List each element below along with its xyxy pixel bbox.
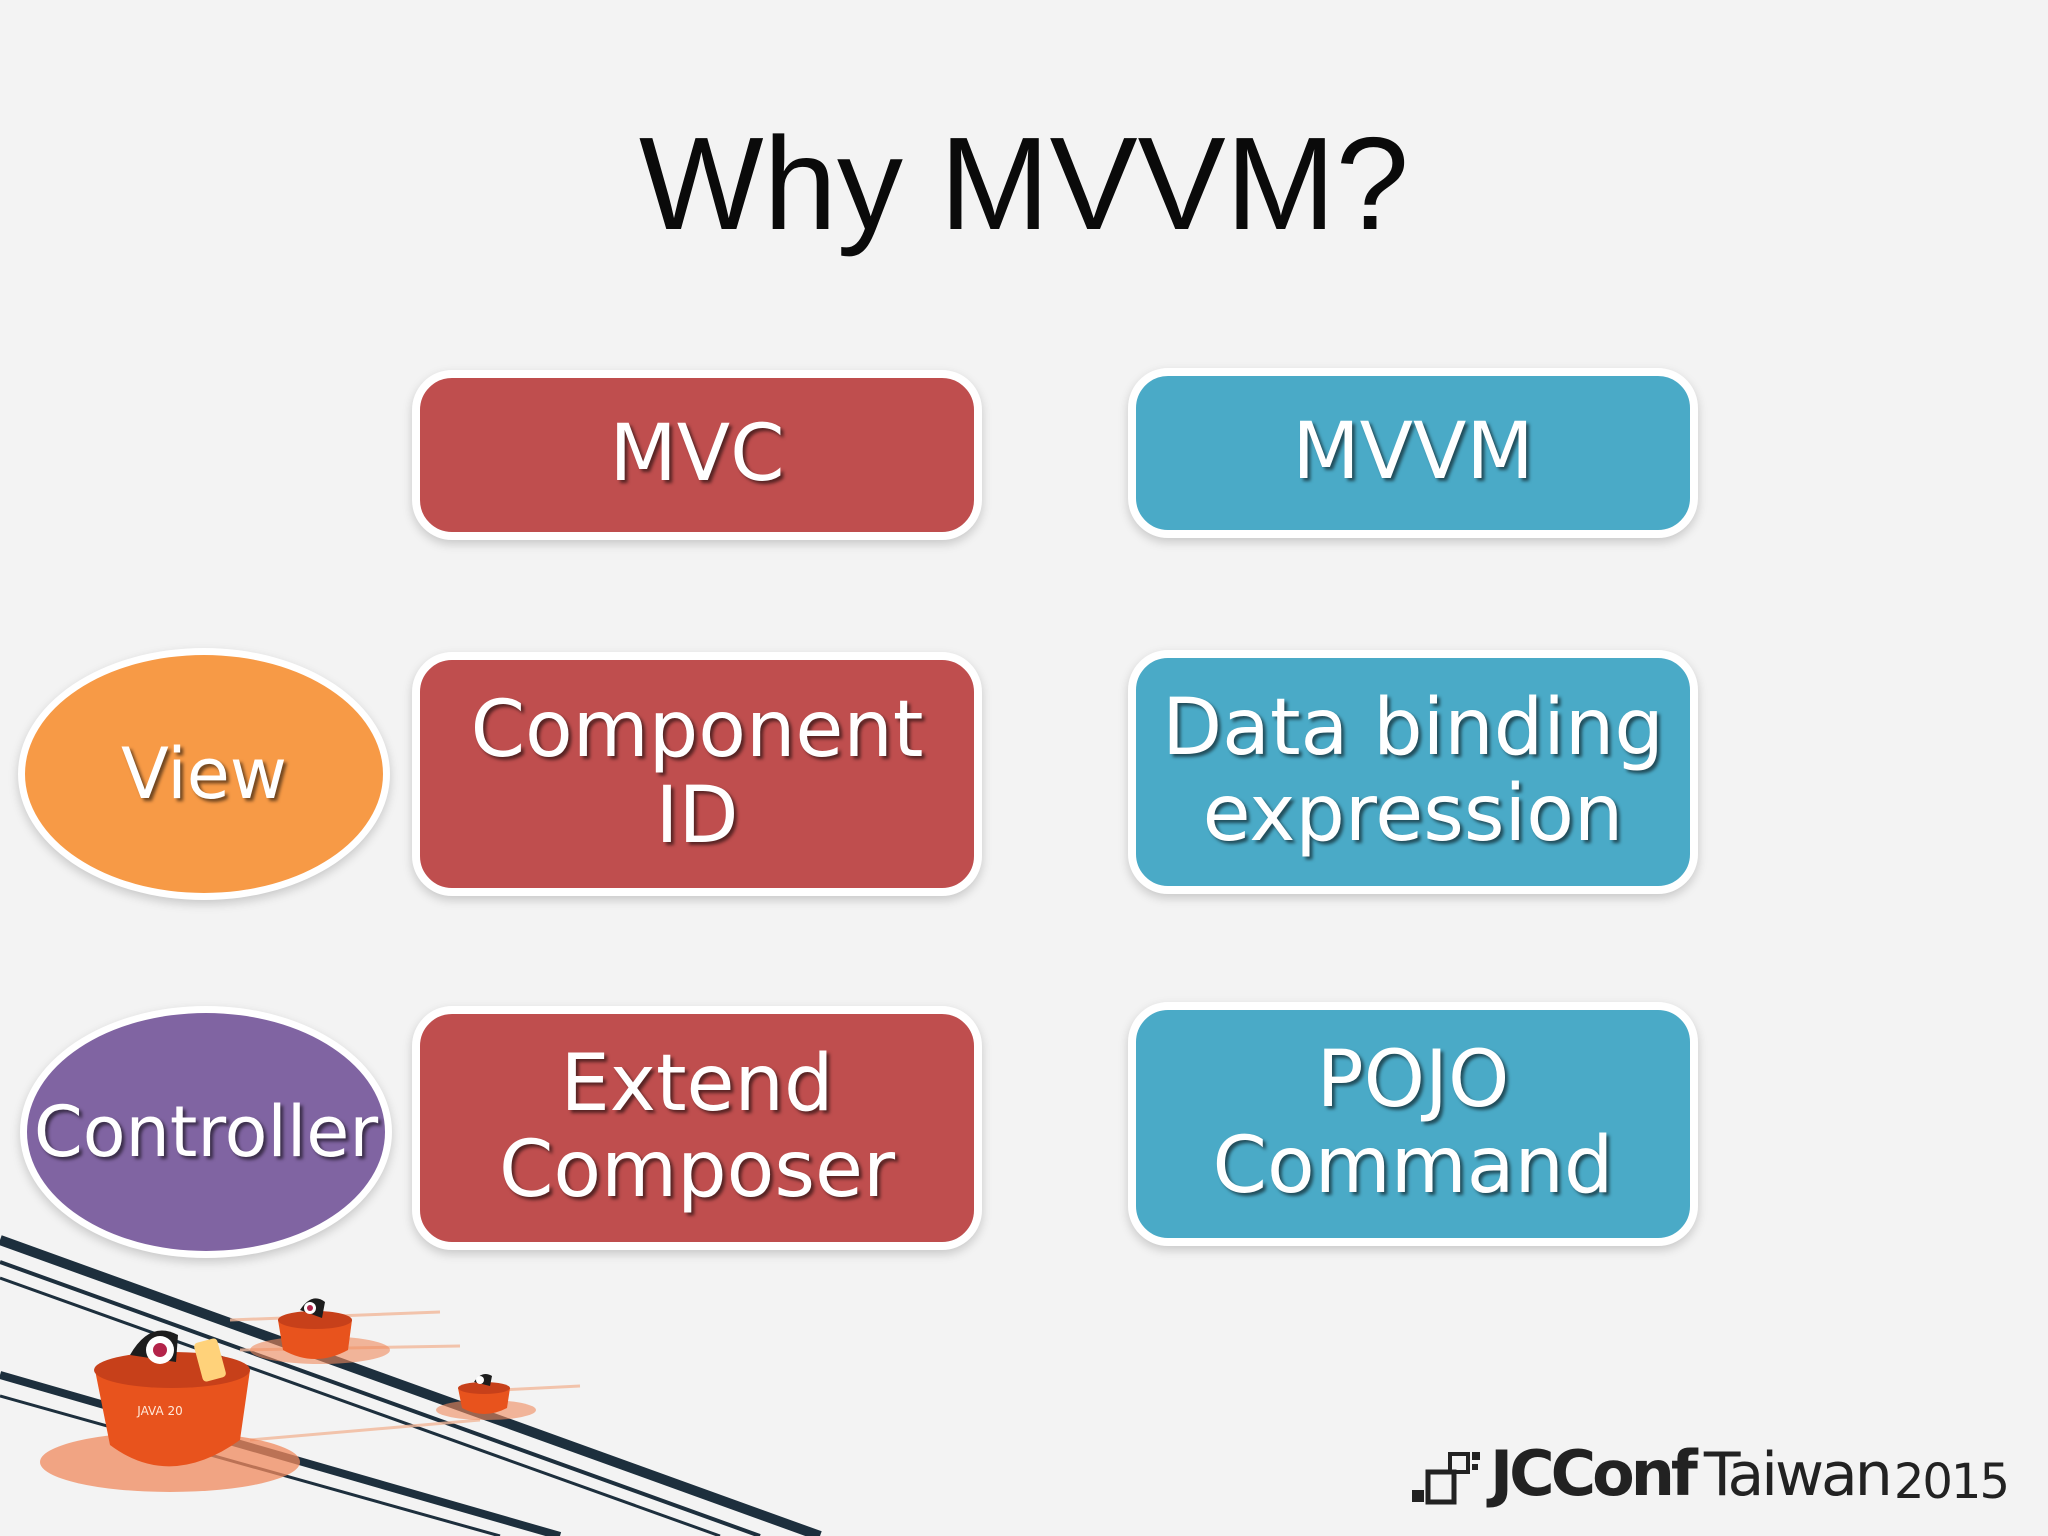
- mvc-header-label: MVC: [609, 409, 785, 500]
- logo-place: Taiwan: [1703, 1440, 1893, 1510]
- slide-title: Why MVVM?: [638, 110, 1410, 257]
- jcconf-squares-icon: [1412, 1452, 1481, 1505]
- mvc-controller-text-line1: Extend: [560, 1039, 834, 1130]
- controller-label: Controller: [33, 1091, 379, 1173]
- mvc-controller-box: Extend Composer: [412, 1006, 982, 1250]
- bowl-label: JAVA 20: [136, 1404, 183, 1418]
- controller-oval: Controller: [20, 1006, 392, 1258]
- mvc-view-text: Component ID: [470, 685, 924, 861]
- mvvm-controller-box: POJO Command: [1128, 1002, 1698, 1246]
- view-label: View: [120, 733, 288, 815]
- medium-bowl-icon: [250, 1298, 390, 1364]
- mvc-view-box: Component ID: [412, 652, 982, 896]
- mvvm-view-text-line2: expression: [1202, 769, 1624, 859]
- mvvm-controller-text-line2: Command: [1212, 1121, 1614, 1211]
- logo-brand: JCConf: [1490, 1437, 1698, 1510]
- mvc-controller-text-line2: Composer: [498, 1125, 896, 1215]
- mvvm-view-text-line1: Data binding: [1162, 683, 1664, 774]
- mvvm-controller-text-line1: POJO: [1316, 1035, 1510, 1126]
- large-bowl-icon: JAVA 20: [40, 1330, 300, 1492]
- mvvm-header-box: MVVM: [1128, 368, 1698, 538]
- logo-year: 2015: [1893, 1454, 2010, 1510]
- mvvm-view-box: Data binding expression: [1128, 650, 1698, 894]
- view-oval: View: [18, 648, 390, 900]
- race-track-decoration: JAVA 20: [0, 1235, 822, 1536]
- mvvm-header-label: MVVM: [1292, 407, 1534, 498]
- mvc-header-box: MVC: [412, 370, 982, 540]
- jcconf-logo: JCConf Taiwan 2015: [1410, 1437, 2010, 1510]
- small-bowl-icon: [436, 1374, 536, 1420]
